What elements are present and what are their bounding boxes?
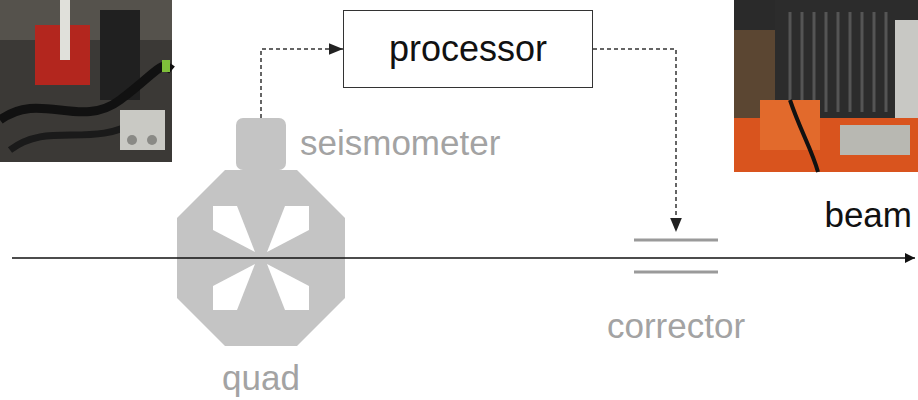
seismometer-shape xyxy=(236,118,286,170)
node-label: quad xyxy=(222,360,300,395)
signal-connector xyxy=(593,49,676,232)
quad-pole xyxy=(267,206,309,252)
seismometer-block: seismometer xyxy=(236,118,286,170)
quad-pole xyxy=(267,264,309,310)
node-label: seismometer xyxy=(300,125,500,160)
process-box: processor xyxy=(343,10,593,88)
beam-line xyxy=(177,257,345,259)
quad-pole xyxy=(213,264,255,310)
corrector-shape xyxy=(634,232,718,276)
beam-line xyxy=(12,257,915,259)
corrector-plate xyxy=(634,239,718,242)
signal-connector xyxy=(261,49,343,118)
node-label: corrector xyxy=(607,308,745,343)
quadrupole-magnet: quad xyxy=(177,170,345,395)
seismometer-body xyxy=(236,118,286,170)
corrector-plate xyxy=(634,271,718,274)
node-label: processor xyxy=(389,31,547,67)
quad-pole xyxy=(213,206,255,252)
quad-yoke xyxy=(177,170,345,346)
photo-right xyxy=(734,0,918,172)
quadrupole-shape xyxy=(177,170,345,346)
corrector-plates: corrector xyxy=(607,232,745,343)
photo-left xyxy=(0,0,172,162)
beam-label: beam xyxy=(824,197,912,232)
